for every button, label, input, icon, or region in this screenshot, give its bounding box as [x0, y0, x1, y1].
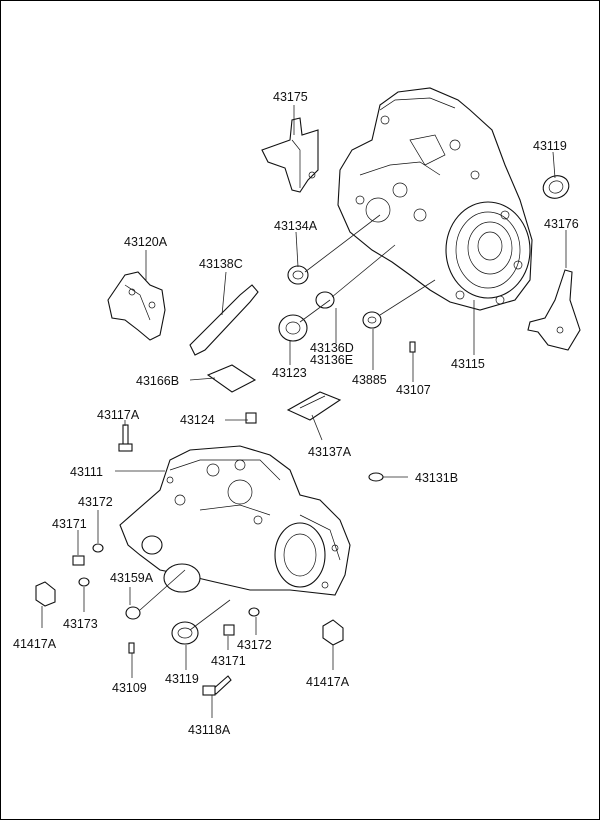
label-43119-top: 43119 [533, 139, 567, 153]
oil-seal-43119-top[interactable] [540, 172, 572, 202]
label-43117A: 43117A [97, 408, 140, 422]
mount-41417A-right[interactable] [322, 619, 344, 646]
label-43118A: 43118A [188, 723, 231, 737]
label-43175: 43175 [273, 90, 308, 104]
plate-43166B[interactable] [206, 364, 257, 393]
label-43172-bottom: 43172 [237, 638, 272, 652]
label-43111: 43111 [70, 465, 103, 479]
pin-43109[interactable] [128, 642, 135, 654]
label-43134A: 43134A [274, 219, 318, 233]
label-43109: 43109 [112, 681, 147, 695]
seal-43134A[interactable] [287, 265, 309, 285]
label-43115: 43115 [451, 357, 485, 371]
plug-43131B[interactable] [368, 472, 384, 482]
pin-43107[interactable] [409, 341, 416, 353]
cap-43136[interactable] [315, 291, 335, 309]
label-43885: 43885 [352, 373, 387, 387]
label-43107: 43107 [396, 383, 431, 397]
bolt-43117A[interactable] [118, 424, 133, 452]
label-43120A: 43120A [124, 235, 168, 249]
label-43171-left: 43171 [52, 517, 87, 531]
label-43119-bottom: 43119 [165, 672, 199, 686]
transmission-case-43111[interactable] [119, 445, 351, 596]
bracket-43120A[interactable] [107, 271, 166, 341]
mount-41417A-left[interactable] [35, 581, 56, 607]
washer-43172-left[interactable] [92, 543, 104, 553]
part-labels: 43175 43119 43134A 43176 43120A 43138C 4… [13, 90, 579, 737]
label-43159A: 43159A [110, 571, 154, 585]
bearing-43123[interactable] [278, 314, 308, 342]
seal-43159A[interactable] [125, 606, 141, 620]
label-43124: 43124 [180, 413, 215, 427]
label-43176: 43176 [544, 217, 579, 231]
bracket-43176[interactable] [527, 269, 581, 351]
plate-43137A[interactable] [286, 391, 342, 421]
label-43173: 43173 [63, 617, 98, 631]
label-43172-left: 43172 [78, 495, 113, 509]
transaxle-housing-43115[interactable] [337, 87, 533, 311]
nut-43171-bottom[interactable] [223, 624, 235, 636]
leader-lines [41, 105, 567, 718]
plug-43124[interactable] [245, 412, 257, 424]
washer-43172-bottom[interactable] [248, 607, 260, 617]
label-43136E: 43136E [310, 353, 353, 367]
nut-43171-left[interactable] [72, 555, 85, 566]
label-43166B: 43166B [136, 374, 179, 388]
oil-seal-43119-bottom[interactable] [171, 621, 199, 645]
label-41417A-right: 41417A [306, 675, 350, 689]
label-43123: 43123 [272, 366, 307, 380]
label-43136D: 43136D [310, 341, 354, 355]
bracket-43175[interactable] [261, 117, 319, 193]
label-43131B: 43131B [415, 471, 458, 485]
label-41417A-left: 41417A [13, 637, 57, 651]
plate-43138C[interactable] [189, 284, 259, 356]
bolt-43118A[interactable] [202, 675, 232, 696]
plug-43173[interactable] [78, 577, 90, 587]
seal-43885[interactable] [362, 311, 382, 329]
label-43171-bottom: 43171 [211, 654, 246, 668]
label-43138C: 43138C [199, 257, 243, 271]
label-43137A: 43137A [308, 445, 352, 459]
